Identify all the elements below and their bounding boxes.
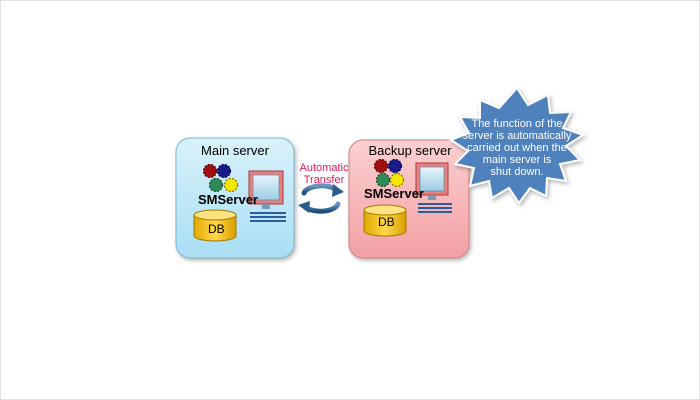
backup-server-title: Backup server — [368, 143, 452, 158]
main-smserver-label: SMServer — [198, 192, 258, 207]
backup-smserver-label: SMServer — [364, 186, 424, 201]
callout-line-5: shut down. — [490, 166, 544, 178]
backup-monitor-icon — [415, 162, 452, 213]
backup-gears-icon — [373, 158, 405, 188]
backup-database-icon — [363, 204, 407, 237]
main-server-title: Main server — [201, 143, 269, 158]
main-gears-icon — [202, 163, 239, 193]
callout-line-4: main server is — [482, 154, 552, 166]
callout-line-1: The function of the — [471, 118, 563, 130]
automatic-transfer-label: Automatic Transfer — [294, 162, 354, 186]
callout-burst — [448, 86, 586, 205]
transfer-line-1: Automatic — [299, 162, 349, 174]
main-monitor-icon — [248, 170, 286, 222]
callout-line-2: server is automatically — [462, 130, 572, 142]
backup-db-label: DB — [378, 215, 395, 229]
main-db-label: DB — [208, 222, 225, 236]
callout-text: The function of the server is automatica… — [458, 118, 576, 178]
callout-line-3: carried out when the — [467, 142, 567, 154]
transfer-line-2: Transfer — [303, 174, 345, 186]
main-database-icon — [193, 209, 237, 242]
automatic-transfer-arrows-icon — [298, 183, 344, 214]
